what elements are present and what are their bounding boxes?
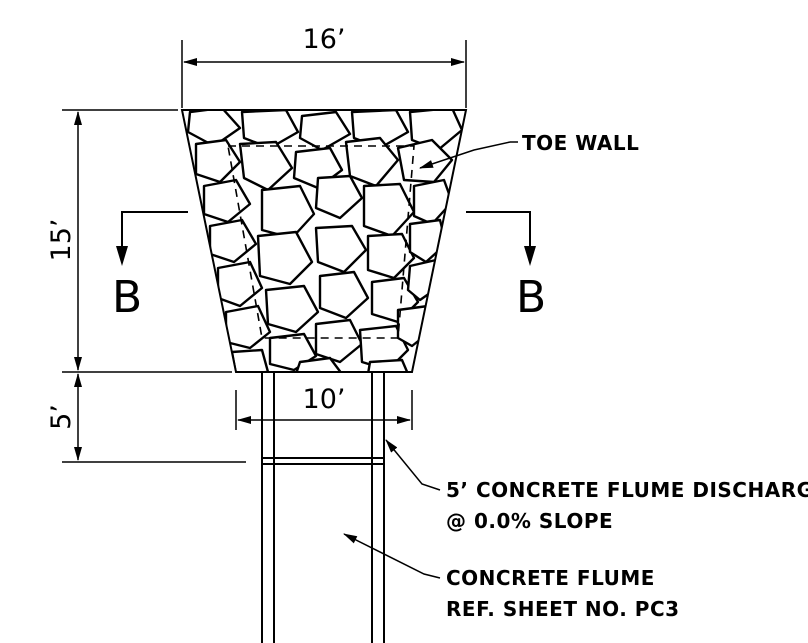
height-label: 15’ [46,219,77,262]
callout-discharge: 5’ CONCRETE FLUME DISCHARGE @ 0.0% SLOPE [385,439,808,533]
discharge-label-line1: 5’ CONCRETE FLUME DISCHARGE [446,478,808,502]
discharge-label-line2: @ 0.0% SLOPE [446,509,613,533]
flume-label-line1: CONCRETE FLUME [446,566,655,590]
toe-wall-label: TOE WALL [522,131,639,155]
apron-outline [180,109,468,373]
section-marker-right: B [466,211,546,323]
toe-wall-hidden-outline [227,145,415,339]
section-arrow-icon [524,246,536,266]
callout-concrete-flume: CONCRETE FLUME REF. SHEET NO. PC3 [343,533,680,621]
leader-line [419,141,511,169]
flume-label-line2: REF. SHEET NO. PC3 [446,597,680,621]
section-marker-left: B [112,211,188,323]
leader-line [343,533,441,579]
section-cut-line [466,211,531,252]
section-letter-left: B [112,272,142,323]
apron-length-dimension: 5’ [46,373,246,463]
top-width-label: 16’ [303,24,346,55]
section-letter-right: B [516,272,546,323]
riprap-apron [180,109,468,373]
section-cut-line [121,211,188,252]
top-width-dimension: 16’ [181,24,467,108]
section-arrow-icon [116,246,128,266]
leader-line [385,439,441,491]
flume-width-label: 10’ [303,384,346,415]
apron-length-label: 5’ [46,404,77,430]
callout-toe-wall: TOE WALL [419,131,639,169]
flume-width-dimension: 10’ [235,384,413,430]
concrete-flume [261,372,385,643]
height-dimension: 15’ [46,109,232,373]
